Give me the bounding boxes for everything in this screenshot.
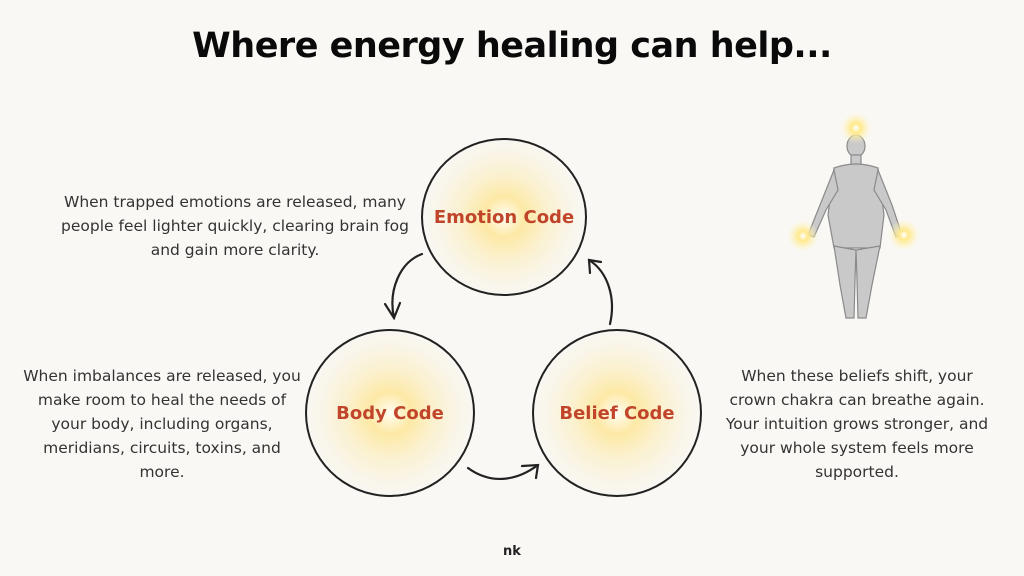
arrow-belief-to-emotion-head (587, 258, 603, 275)
footer-logo: nk (503, 544, 521, 559)
arrow-body-to-belief (466, 463, 540, 481)
emotion-code-description: When trapped emotions are released, many… (61, 193, 409, 259)
belief-code-description: When these beliefs shift, your crown cha… (725, 367, 989, 481)
body-code-node: Body Code (305, 329, 475, 497)
glow-lights (787, 112, 920, 252)
arrow-body-to-belief-head (520, 463, 540, 480)
body-code-label: Body Code (336, 402, 444, 424)
arrow-emotion-to-body-head (383, 301, 402, 321)
body-code-description: When imbalances are released, you make r… (23, 367, 301, 481)
belief-code-node: Belief Code (532, 329, 702, 497)
emotion-code-label: Emotion Code (433, 206, 575, 228)
arrow-emotion-to-body (391, 252, 424, 320)
arrow-belief-to-emotion (587, 258, 614, 326)
page-title: Where energy healing can help... (192, 26, 832, 66)
belief-code-label: Belief Code (559, 402, 675, 424)
human-figure-illustration (807, 134, 903, 319)
emotion-code-node: Emotion Code (421, 138, 587, 296)
